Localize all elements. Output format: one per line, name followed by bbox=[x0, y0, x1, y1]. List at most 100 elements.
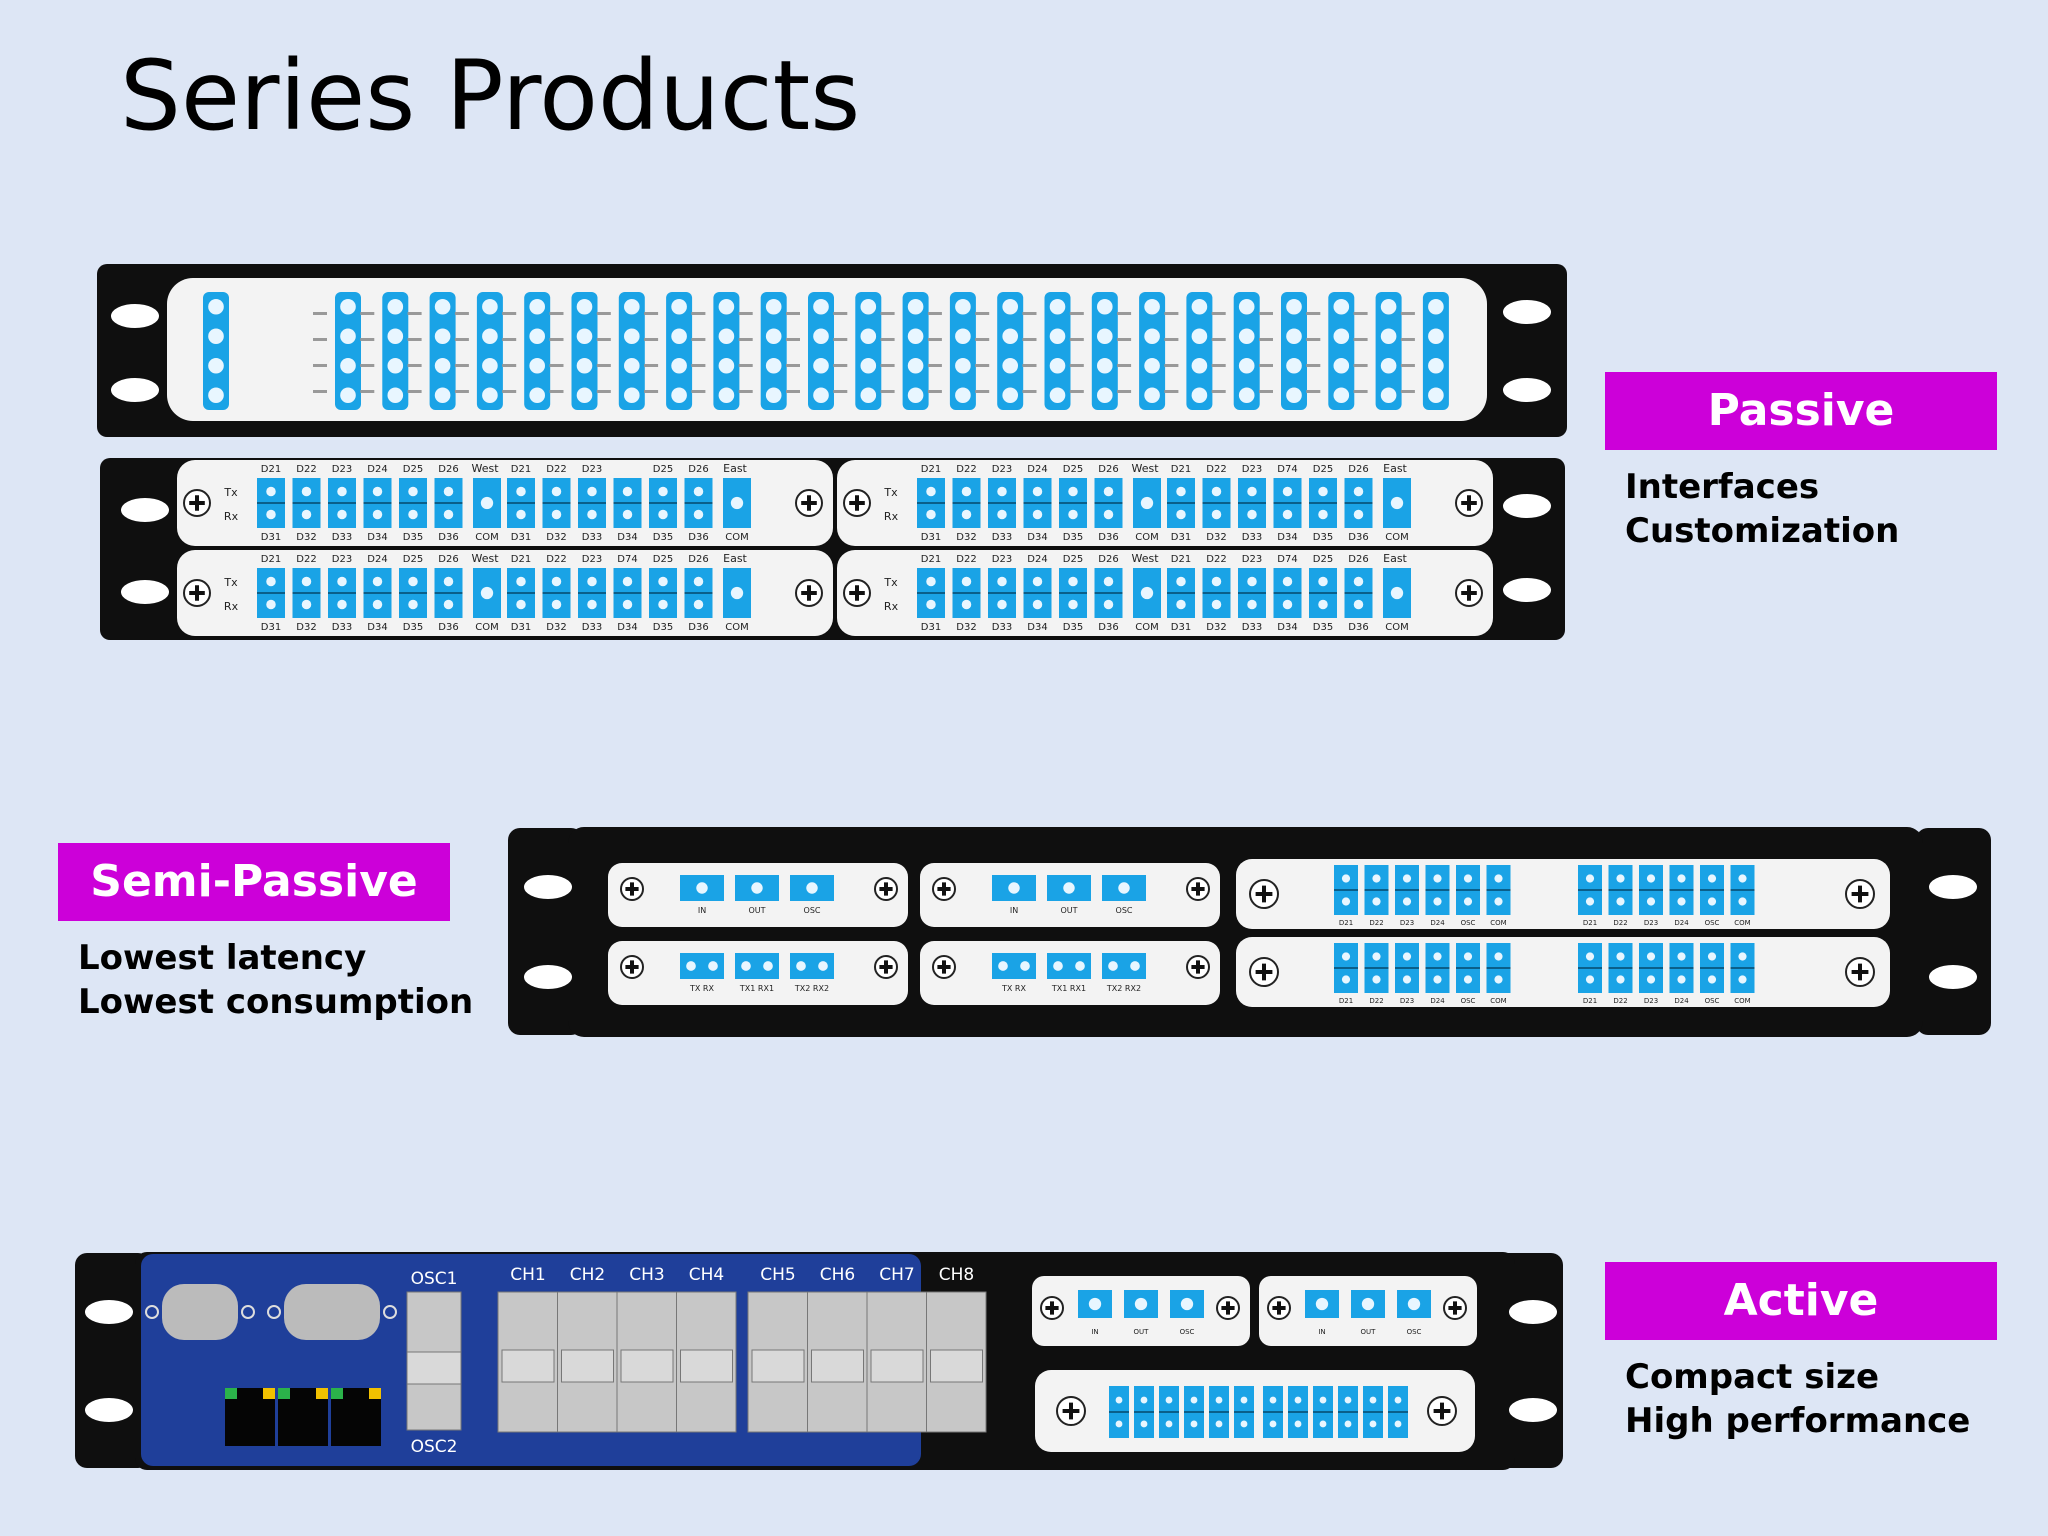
port-ferrule bbox=[1333, 387, 1350, 404]
port-ferrule bbox=[860, 357, 877, 374]
port-ferrule bbox=[997, 599, 1007, 610]
port-ferrule bbox=[1097, 387, 1113, 404]
screw-cross bbox=[1851, 885, 1869, 903]
port-ferrule bbox=[1463, 897, 1473, 906]
passive-line-1: Interfaces bbox=[1625, 467, 1820, 507]
tiny-label-mark bbox=[1211, 390, 1226, 393]
lc-port-icon bbox=[790, 953, 812, 979]
port-ferrule bbox=[434, 387, 451, 404]
tiny-label-mark bbox=[833, 338, 848, 341]
port-bottom-label: D35 bbox=[1313, 622, 1333, 633]
port-ferrule bbox=[516, 486, 526, 497]
port-ferrule bbox=[1585, 897, 1595, 906]
port-ferrule bbox=[1616, 975, 1625, 984]
tiny-label-mark bbox=[880, 390, 895, 393]
port-ferrule bbox=[516, 509, 526, 520]
adapter-strip-icon bbox=[429, 292, 456, 410]
port-top-label: D22 bbox=[296, 464, 316, 475]
port-ferrule bbox=[1215, 1396, 1223, 1404]
lc-port-icon bbox=[1102, 953, 1124, 979]
port-bottom-label: D36 bbox=[1348, 532, 1368, 543]
channel-transceiver bbox=[501, 1349, 555, 1383]
port-ferrule bbox=[482, 328, 498, 345]
strip-body bbox=[997, 292, 1024, 410]
port-ferrule bbox=[1180, 1297, 1194, 1311]
port-label: IN bbox=[1010, 906, 1018, 915]
port-top-label: D26 bbox=[438, 464, 458, 475]
port-ferrule bbox=[587, 486, 597, 497]
lc-port-icon bbox=[1397, 1290, 1431, 1318]
screw-icon bbox=[1455, 579, 1483, 607]
port-label: D23 bbox=[1400, 919, 1414, 927]
lc-duplex-port-icon bbox=[1395, 865, 1419, 915]
strip-body bbox=[429, 292, 456, 410]
rj45-port-icon bbox=[331, 1388, 381, 1446]
port-bottom-label: D33 bbox=[582, 622, 602, 633]
port-ferrule bbox=[1247, 576, 1257, 587]
port-ferrule bbox=[693, 486, 704, 497]
lc-port-icon bbox=[1170, 1290, 1204, 1318]
port-ferrule bbox=[1402, 952, 1412, 961]
tiny-label-mark bbox=[313, 364, 327, 367]
lc-port-icon bbox=[1047, 875, 1091, 901]
port-bottom-label: D32 bbox=[546, 532, 566, 543]
rj45-port-icon bbox=[225, 1388, 275, 1446]
port-ferrule bbox=[686, 961, 696, 971]
db9-shell bbox=[284, 1284, 380, 1340]
port-ferrule bbox=[1394, 1420, 1402, 1428]
com-label: COM bbox=[1135, 532, 1158, 543]
port-ferrule bbox=[708, 961, 718, 971]
port-ferrule bbox=[1134, 1297, 1148, 1311]
tiny-label-mark bbox=[644, 364, 659, 367]
port-ferrule bbox=[730, 496, 744, 510]
led-indicator-icon bbox=[316, 1388, 328, 1399]
screw-icon bbox=[620, 955, 644, 979]
lc-duplex-port-icon bbox=[292, 478, 321, 528]
direction-label: West bbox=[1131, 462, 1159, 475]
tiny-label-mark bbox=[880, 364, 895, 367]
lc-duplex-port-icon bbox=[952, 568, 981, 618]
tiny-label-mark bbox=[1306, 338, 1321, 341]
db9-screw bbox=[241, 1305, 255, 1319]
mount-hole-icon bbox=[121, 580, 169, 604]
port-ferrule bbox=[1738, 952, 1747, 961]
port-ferrule bbox=[622, 576, 633, 587]
port-top-label: D26 bbox=[438, 554, 458, 565]
port-ferrule bbox=[1341, 975, 1351, 984]
port-bottom-label: D34 bbox=[367, 532, 387, 543]
port-ferrule bbox=[955, 298, 971, 315]
port-ferrule bbox=[1238, 328, 1255, 345]
port-ferrule bbox=[696, 882, 708, 894]
port-label: IN bbox=[1318, 1328, 1325, 1336]
port-ferrule bbox=[443, 599, 454, 610]
port-ferrule bbox=[1677, 952, 1686, 961]
lc-port-icon bbox=[1305, 1290, 1339, 1318]
tiny-label-mark bbox=[927, 390, 942, 393]
adapter-strip-icon bbox=[1139, 292, 1166, 410]
semi-passive-badge: Semi-Passive bbox=[58, 843, 450, 921]
rj45-port-icon bbox=[278, 1388, 328, 1446]
port-bottom-label: D34 bbox=[1277, 532, 1297, 543]
channel-label: CH2 bbox=[570, 1265, 605, 1285]
port-ferrule bbox=[482, 357, 498, 374]
tiny-label-mark bbox=[1164, 312, 1179, 315]
port-label: D22 bbox=[1369, 997, 1383, 1005]
lc-port-icon bbox=[735, 953, 757, 979]
port-bottom-label: D35 bbox=[1313, 532, 1333, 543]
port-ferrule bbox=[1238, 357, 1255, 374]
port-ferrule bbox=[1140, 1420, 1148, 1428]
rx-label: Rx bbox=[884, 600, 899, 613]
port-label: OSC bbox=[1705, 919, 1720, 927]
lc-duplex-port-icon bbox=[1209, 1386, 1229, 1438]
page-title: Series Products bbox=[120, 40, 861, 152]
db9-screw bbox=[145, 1305, 159, 1319]
port-ferrule bbox=[1097, 298, 1113, 315]
lc-duplex-port-icon bbox=[399, 568, 427, 618]
screw-icon bbox=[1040, 1296, 1064, 1320]
port-ferrule bbox=[1032, 599, 1043, 610]
port-top-label: D25 bbox=[403, 554, 423, 565]
port-ferrule bbox=[1140, 496, 1154, 510]
lc-duplex-port-icon bbox=[1234, 1386, 1254, 1438]
tiny-label-mark bbox=[1353, 390, 1368, 393]
